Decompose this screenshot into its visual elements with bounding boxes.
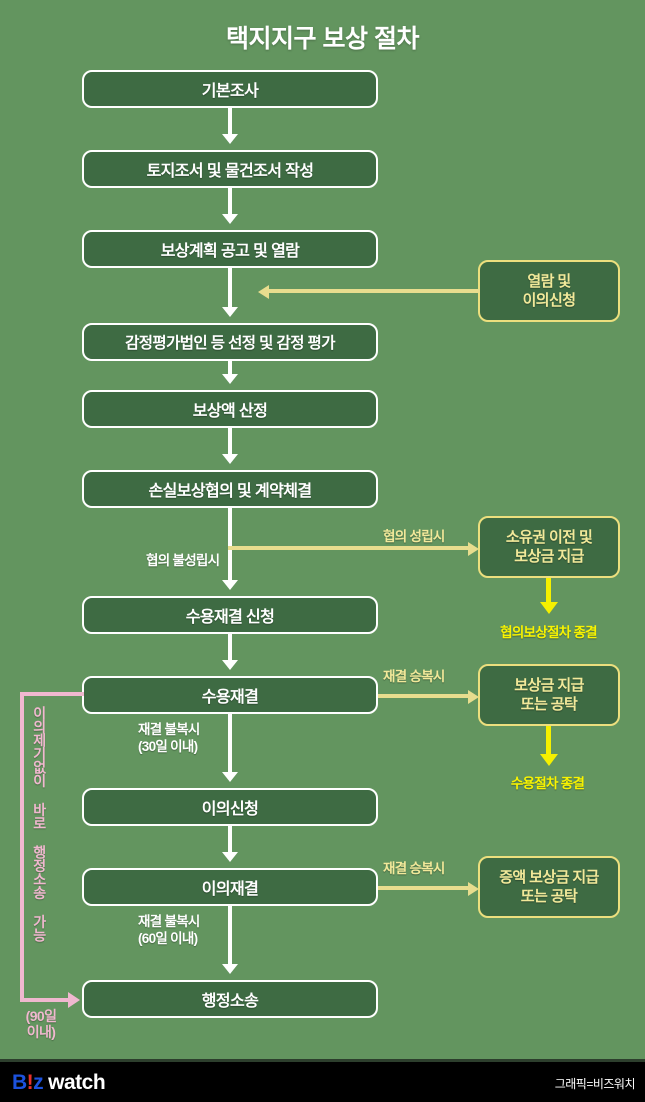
- end-line-agreement: [546, 578, 551, 606]
- connector-arrow-1: [222, 134, 238, 144]
- branch-arrow-agreement: [468, 542, 479, 556]
- end-label-expropriation: 수용절차 종결: [510, 776, 585, 791]
- end-arrow-expropriation: [540, 754, 558, 766]
- logo-letter-z: z: [33, 1071, 44, 1094]
- connector-4: [228, 361, 232, 380]
- branch-line-agreement: [228, 546, 470, 550]
- branch-line-inspection: [268, 289, 480, 293]
- flow-step-expropriation-ruling[interactable]: 수용재결: [82, 676, 378, 714]
- flow-step-land-object-survey[interactable]: 토지조서 및 물건조서 작성: [82, 150, 378, 188]
- connector-2: [228, 188, 232, 220]
- branch-line-ruling-1: [378, 694, 470, 698]
- connector-arrow-6: [222, 580, 238, 590]
- flow-step-appraiser-selection[interactable]: 감정평가법인 등 선정 및 감정 평가: [82, 323, 378, 361]
- bypass-line-bottom: [20, 998, 72, 1002]
- logo-exclamation: !: [26, 1071, 34, 1094]
- caption-ruling-reject-1: 재결 불복시(30일 이내): [138, 722, 200, 754]
- logo-letter-b: B: [12, 1071, 27, 1094]
- connector-7: [228, 634, 232, 666]
- end-line-expropriation: [546, 726, 551, 758]
- connector-arrow-2: [222, 214, 238, 224]
- caption-ruling-reject-2: 재결 불복시(60일 이내): [138, 914, 200, 946]
- caption-agreement-success: 협의 성립시: [383, 529, 445, 544]
- flow-step-objection-ruling[interactable]: 이의재결: [82, 868, 378, 906]
- connector-3: [228, 268, 232, 313]
- graphic-credit: 그래픽=비즈워치: [554, 1077, 636, 1091]
- connector-10: [228, 906, 232, 970]
- flow-step-basic-survey[interactable]: 기본조사: [82, 70, 378, 108]
- connector-arrow-7: [222, 660, 238, 670]
- bypass-arrow: [68, 992, 80, 1008]
- logo-word-watch: watch: [48, 1071, 106, 1094]
- page-title: 택지지구 보상 절차: [226, 25, 419, 53]
- bypass-line-left: [20, 692, 24, 1002]
- connector-arrow-9: [222, 852, 238, 862]
- flow-step-calculate-amount[interactable]: 보상액 산정: [82, 390, 378, 428]
- caption-ruling-accept-1: 재결 승복시: [383, 669, 445, 684]
- connector-arrow-10: [222, 964, 238, 974]
- flow-step-objection-request[interactable]: 이의신청: [82, 788, 378, 826]
- connector-5: [228, 428, 232, 460]
- connector-arrow-8: [222, 772, 238, 782]
- flow-step-administrative-litigation[interactable]: 행정소송: [82, 980, 378, 1018]
- branch-arrow-ruling-2: [468, 882, 479, 896]
- connector-9: [228, 826, 232, 858]
- caption-ruling-accept-2: 재결 승복시: [383, 861, 445, 876]
- connector-arrow-5: [222, 454, 238, 464]
- bypass-line-top: [20, 692, 84, 696]
- flow-step-negotiation-contract[interactable]: 손실보상협의 및 계약체결: [82, 470, 378, 508]
- flow-step-expropriation-request[interactable]: 수용재결 신청: [82, 596, 378, 634]
- connector-1: [228, 108, 232, 140]
- branch-arrow-inspection: [258, 285, 269, 299]
- flow-step-compensation-plan[interactable]: 보상계획 공고 및 열람: [82, 230, 378, 268]
- branch-line-ruling-2: [378, 886, 470, 890]
- bypass-vertical-label: 이의제기없이 바로 행정소송 가능: [31, 706, 48, 942]
- end-label-agreement: 협의보상절차 종결: [500, 625, 598, 640]
- connector-8: [228, 714, 232, 778]
- connector-arrow-4: [222, 374, 238, 384]
- branch-arrow-ruling-1: [468, 690, 479, 704]
- caption-agreement-fail: 협의 불성립시: [146, 553, 220, 568]
- connector-arrow-3: [222, 307, 238, 317]
- end-arrow-agreement: [540, 602, 558, 614]
- footer-divider: [0, 1059, 645, 1062]
